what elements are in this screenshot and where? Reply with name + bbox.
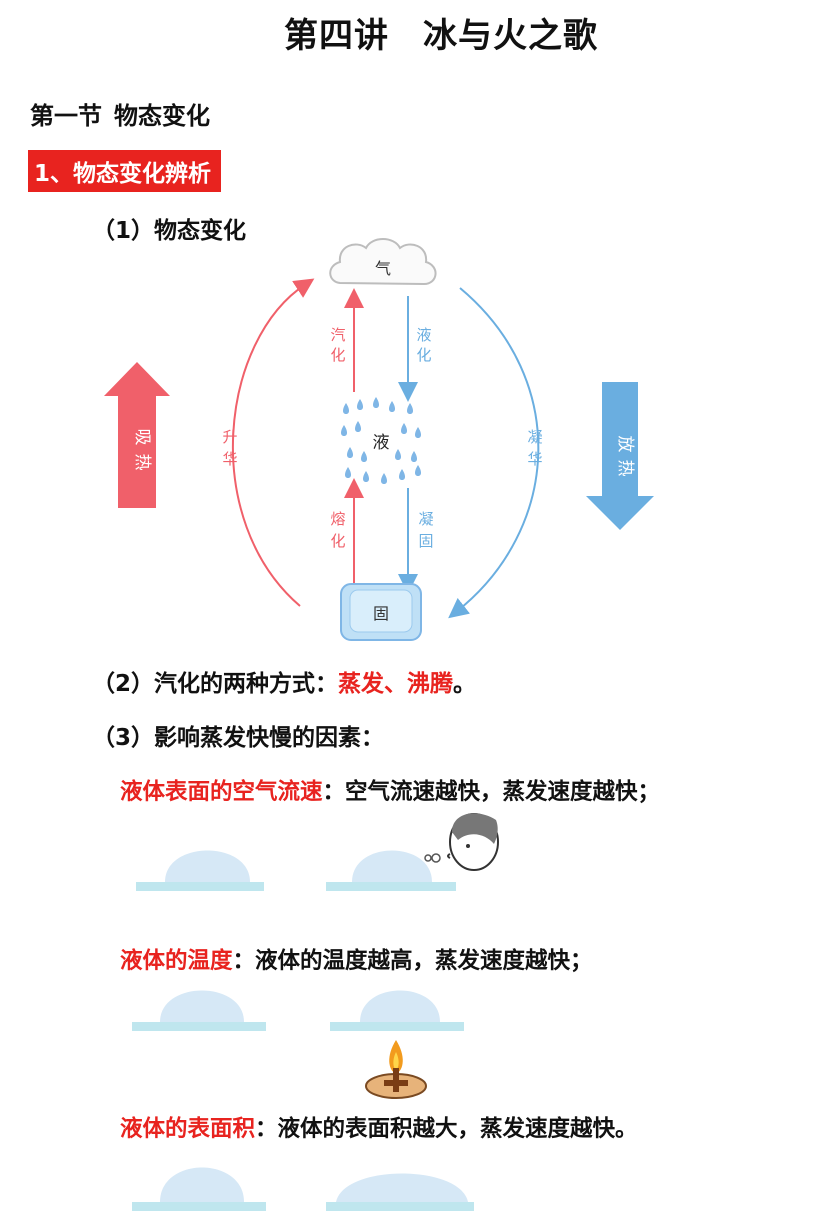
blowing-face-icon	[424, 813, 499, 871]
release-heat-arrow	[586, 382, 654, 530]
desublimate-char-2: 华	[527, 450, 542, 468]
droplet-icon	[401, 423, 407, 434]
factor-1: 液体表面的空气流速：空气流速越快，蒸发速度越快；	[120, 774, 660, 806]
liquefy-char-1: 液	[416, 326, 431, 344]
droplet-icon	[355, 421, 361, 432]
subheading-2-end: 。	[453, 671, 477, 697]
factor-3-name: 液体的表面积	[120, 1116, 256, 1142]
subheading-2-prefix: （2）汽化的两种方式：	[92, 671, 339, 697]
factor-2-name: 液体的温度	[120, 948, 233, 974]
desublimation-arrow	[448, 287, 540, 619]
factor-1-desc: ：空气流速越快，蒸发速度越快；	[322, 779, 661, 805]
sublimation-arrow	[231, 278, 315, 607]
factor-3: 液体的表面积：液体的表面积越大，蒸发速度越快。	[120, 1111, 638, 1143]
gas-label: 气	[375, 259, 391, 278]
sublimate-char-2: 华	[222, 450, 237, 468]
subheading-3: （3）影响蒸发快慢的因素：	[92, 725, 385, 751]
droplet-icon	[345, 467, 351, 478]
droplet-icon	[415, 465, 421, 476]
droplet-icon	[361, 451, 367, 462]
droplet-icon	[341, 425, 347, 436]
section-number: 第一节	[30, 102, 102, 130]
factor-2: 液体的温度：液体的温度越高，蒸发速度越快；	[120, 943, 593, 975]
droplet-icon	[357, 399, 363, 410]
subheading-2: （2）汽化的两种方式：蒸发、沸腾。	[92, 664, 476, 698]
melt-char-2: 化	[330, 532, 345, 550]
evaporation-illustrations	[132, 813, 499, 1211]
droplet-icon	[411, 451, 417, 462]
page-title: 第四讲冰与火之歌	[0, 8, 822, 57]
title-part2: 冰与火之歌	[423, 16, 598, 56]
solidify-char-1: 凝	[418, 510, 433, 528]
water-drop-icon	[330, 990, 464, 1031]
water-drop-icon	[136, 850, 264, 891]
droplet-icon	[407, 403, 413, 414]
droplet-icon	[343, 403, 349, 414]
subheading-1: （1）物态变化	[92, 218, 247, 244]
water-drop-icon	[326, 850, 456, 891]
droplets-icon	[341, 397, 421, 484]
desublimate-char-1: 凝	[527, 428, 542, 446]
liquid-label: 液	[373, 433, 390, 453]
release-heat-char-2: 热	[615, 460, 635, 477]
sublimate-char-1: 升	[222, 428, 237, 446]
droplet-icon	[373, 397, 379, 408]
factor-3-desc: ：液体的表面积越大，蒸发速度越快。	[255, 1116, 638, 1142]
section-name: 物态变化	[114, 102, 210, 130]
absorb-heat-char-2: 热	[132, 454, 152, 471]
title-part1: 第四讲	[284, 16, 389, 56]
phase-change-diagram: 气 吸 热 放 热 汽 化 液 化 熔 化 凝 固 升 华 凝 华 液 固	[104, 238, 654, 641]
subheading-2-highlight: 蒸发、沸腾	[338, 671, 454, 697]
ice-cube-icon	[340, 583, 422, 641]
droplet-icon	[389, 401, 395, 412]
water-drop-icon	[132, 1167, 266, 1211]
melt-char-1: 熔	[330, 510, 345, 528]
cloud-icon	[329, 238, 437, 286]
liquefy-char-2: 化	[416, 346, 431, 364]
vaporize-char-2: 化	[330, 346, 345, 364]
droplet-icon	[363, 471, 369, 482]
droplet-icon	[381, 473, 387, 484]
factor-2-desc: ：液体的温度越高，蒸发速度越快；	[232, 948, 593, 974]
solidify-char-2: 固	[418, 532, 433, 550]
droplet-icon	[399, 469, 405, 480]
water-drop-icon	[132, 990, 266, 1031]
absorb-heat-arrow	[104, 362, 170, 508]
topic-label: 1、物态变化辨析	[28, 150, 222, 192]
section-heading: 第一节物态变化	[30, 96, 210, 131]
solid-label: 固	[373, 604, 389, 623]
factor-1-name: 液体表面的空气流速	[120, 779, 323, 805]
candle-flame-icon	[365, 1040, 427, 1099]
water-drop-icon	[326, 1173, 474, 1211]
release-heat-char-1: 放	[615, 436, 635, 453]
vaporize-char-1: 汽	[330, 326, 345, 344]
absorb-heat-char-1: 吸	[132, 429, 152, 446]
droplet-icon	[415, 427, 421, 438]
droplet-icon	[347, 447, 353, 458]
droplet-icon	[395, 449, 401, 460]
